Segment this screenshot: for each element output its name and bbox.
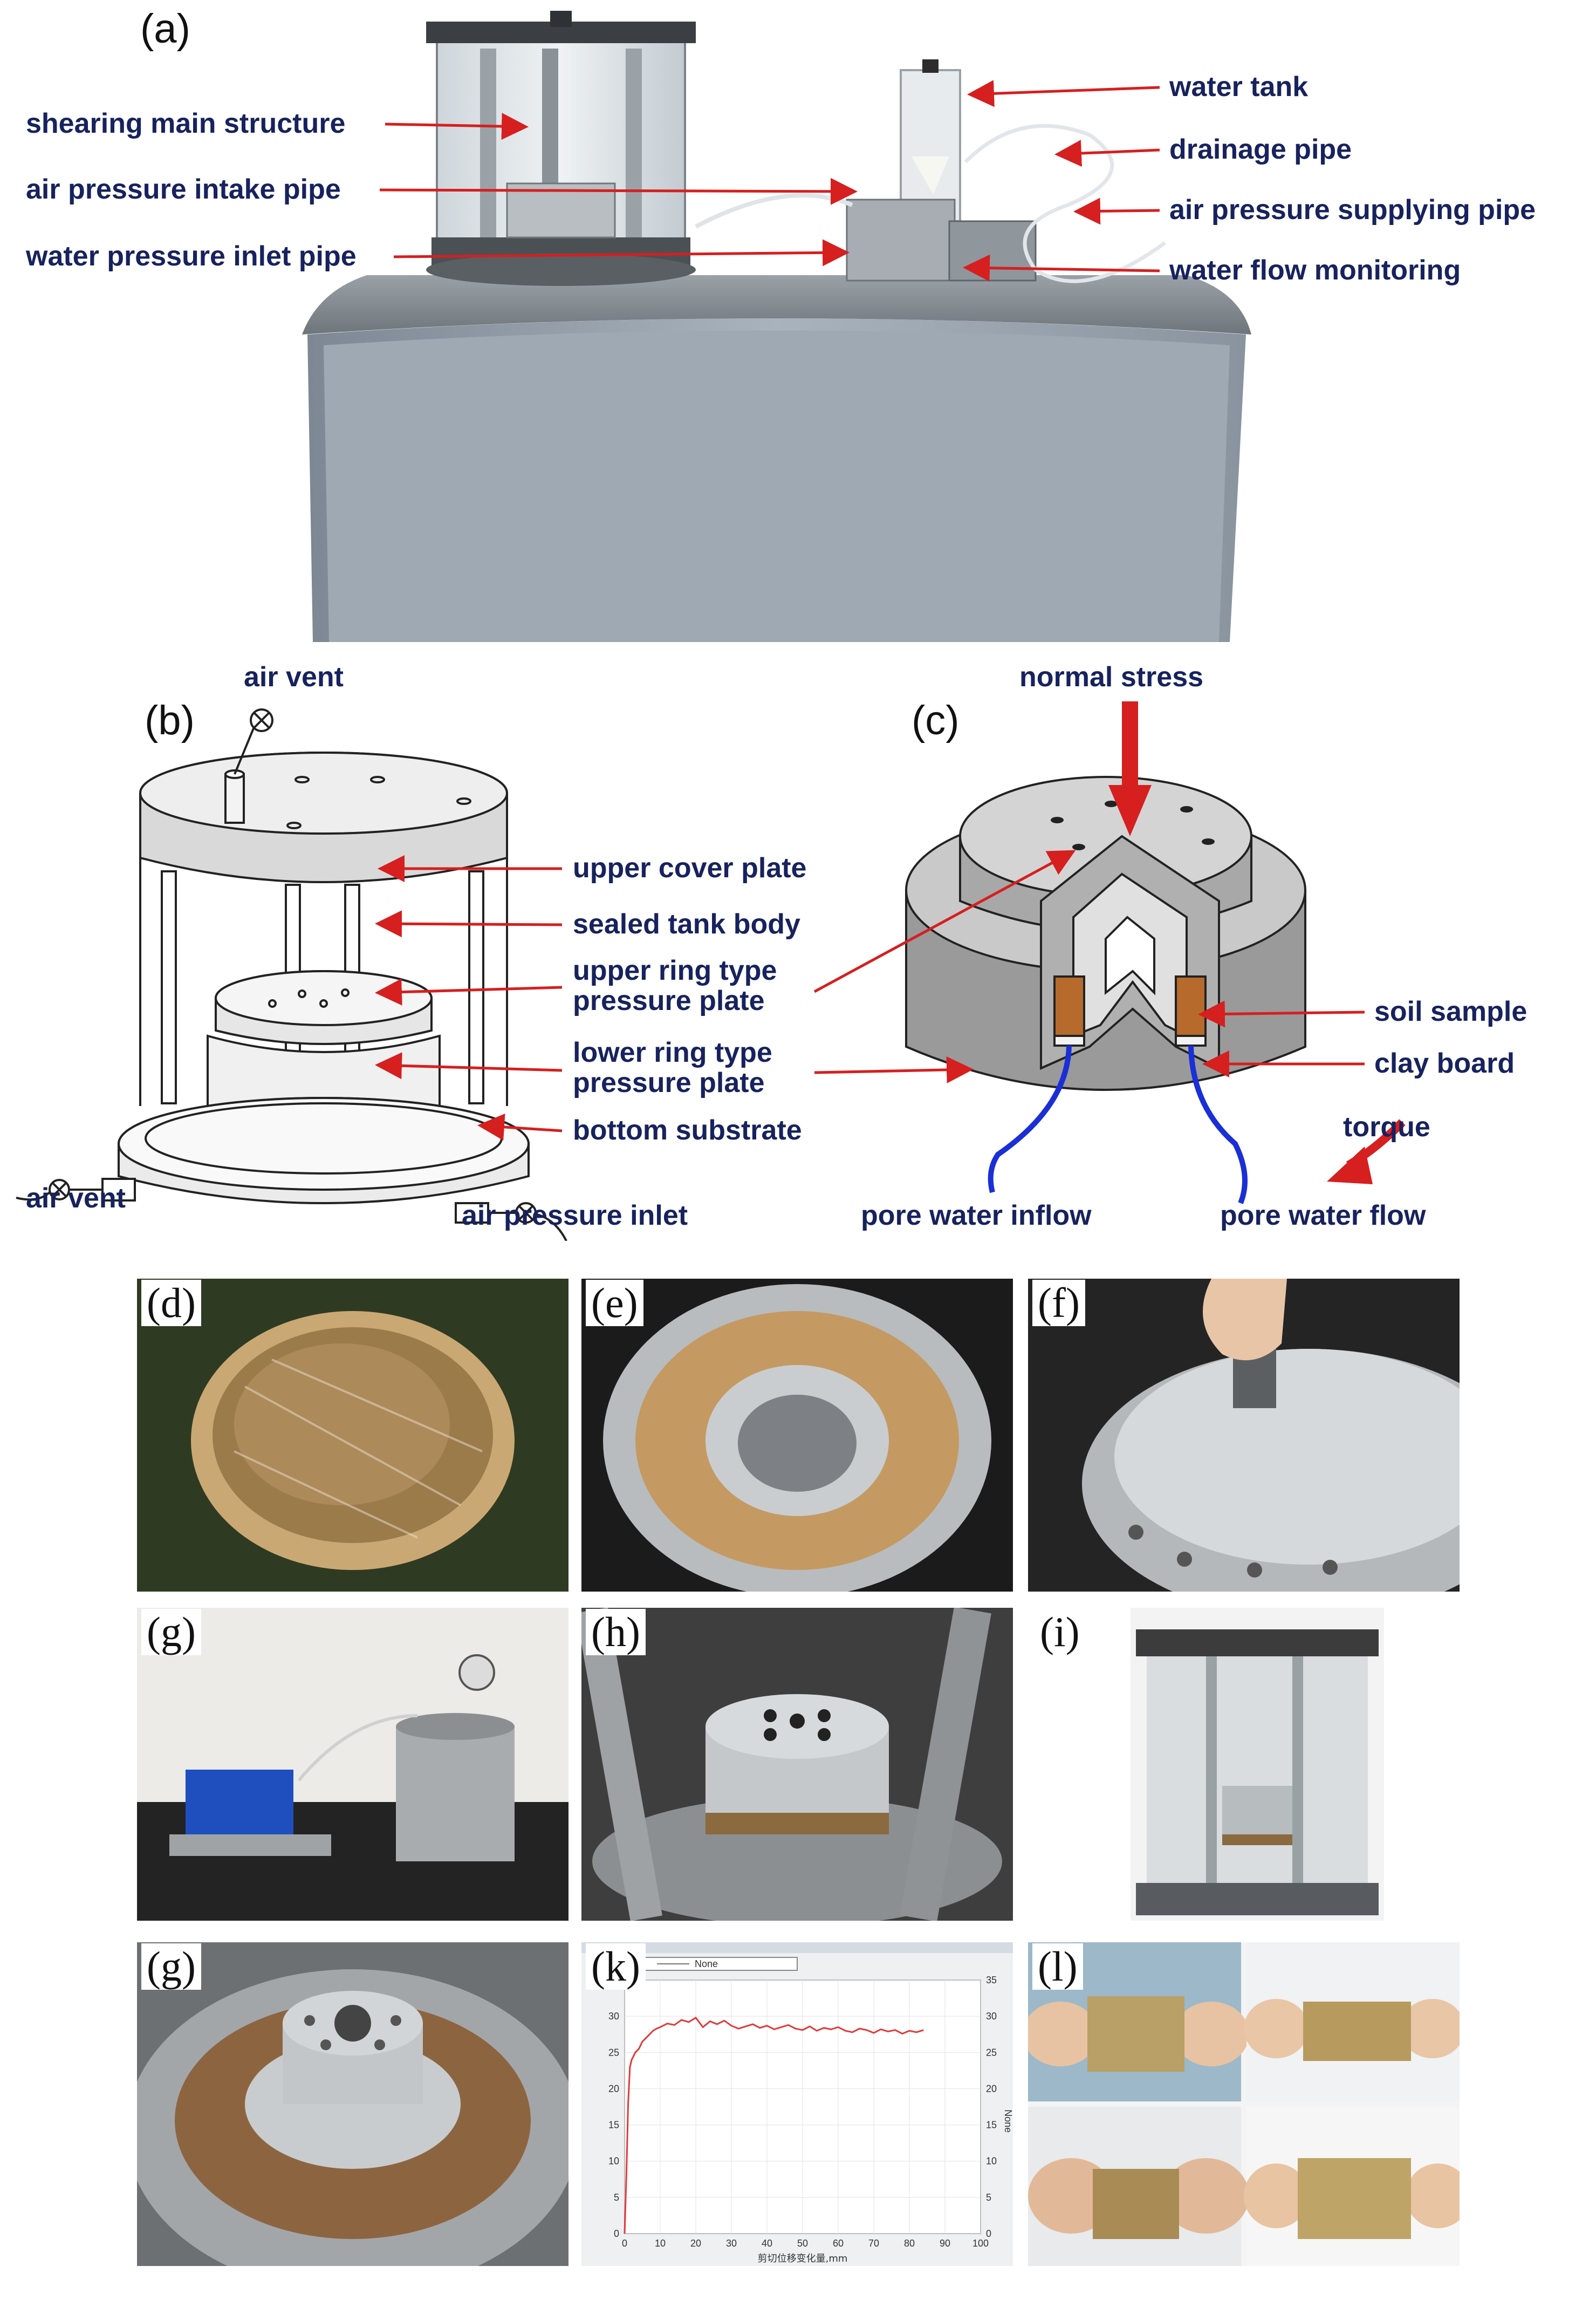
photo-e-tag: (e) [586,1280,643,1326]
chart-y2-tick-label: 30 [986,2011,997,2022]
chart-y-tick-label: 15 [608,2120,619,2131]
label-air-vent-bottom: air vent [26,1183,126,1214]
vacuum-pump-image [137,1608,568,1921]
chart-x-tick-label: 10 [655,2238,666,2249]
panel-a-photo [302,0,1251,642]
label-water-pressure-inlet-pipe: water pressure inlet pipe [26,241,357,272]
pressing-cover-image [1028,1279,1460,1592]
chart-x-tick-label: 30 [726,2238,737,2249]
label-upper-ring-line1: upper ring type [573,955,777,986]
photo-d [137,1279,568,1592]
label-pore-water-flow: pore water flow [1220,1200,1426,1231]
label-lower-ring-line1: lower ring type [573,1037,772,1068]
chart-y-tick-label: 0 [614,2228,619,2239]
panel-c-tag: (c) [912,698,960,743]
label-lower-ring-line2: pressure plate [573,1067,765,1098]
chart-y2-tick-label: 25 [986,2047,997,2058]
label-drainage-pipe: drainage pipe [1169,134,1352,165]
chart-y2-tick-label: 0 [986,2228,991,2239]
label-air-pressure-intake-pipe: air pressure intake pipe [26,174,341,205]
chart-x-tick-label: 0 [622,2238,627,2249]
chart-y2-tick-label: 15 [986,2120,997,2131]
ring-shear-cross-section [905,701,1406,1204]
label-clay-board: clay board [1374,1048,1515,1079]
chart-y2-tick-label: 20 [986,2083,997,2094]
label-torque: torque [1343,1111,1430,1143]
chart-series-line [624,2016,924,2234]
chart-x-tick-label: 40 [762,2238,772,2249]
soil-sample-wrapped-image [137,1279,568,1592]
chart-x-tick-label: 80 [904,2238,915,2249]
photo-f-tag: (f) [1032,1280,1085,1326]
chart-y-tick-label: 10 [608,2156,619,2167]
chart-y2-tick-label: 10 [986,2156,997,2167]
chart-y-tick-label: 30 [608,2011,619,2022]
chart-y2-tick-label: 5 [986,2192,991,2203]
label-upper-ring-line2: pressure plate [573,985,765,1016]
chart-x-tick-label: 100 [972,2238,989,2249]
label-air-vent-top: air vent [244,661,344,693]
sheared-samples-image [1028,1942,1460,2266]
ring-with-soil-image [581,1279,1013,1592]
chart-x-axis-label: 剪切位移变化量,mm [758,2253,848,2264]
photo-h [581,1608,1013,1921]
chart-y-tick-label: 5 [614,2192,619,2203]
label-water-flow-monitoring: water flow monitoring [1169,255,1461,286]
photo-l-tag: (l) [1032,1943,1083,1990]
chart-x-tick-label: 20 [690,2238,701,2249]
photo-l [1028,1942,1460,2266]
photo-g2 [137,1942,568,2266]
label-soil-sample: soil sample [1374,996,1527,1027]
photo-d-tag: (d) [141,1280,201,1326]
photo-f [1028,1279,1460,1592]
photo-g2-tag: (g) [141,1943,201,1990]
chart-x-tick-label: 70 [868,2238,879,2249]
chart-x-tick-label: 60 [833,2238,844,2249]
clay-board-ring-image [137,1942,568,2266]
label-water-tank: water tank [1169,71,1309,103]
chart-y2-tick-label: 35 [986,1975,997,1985]
label-bottom-substrate: bottom substrate [573,1115,802,1146]
chart-y-tick-label: 20 [608,2083,619,2094]
label-air-pressure-inlet: air pressure inlet [462,1200,688,1231]
label-shearing-main-structure: shearing main structure [26,108,346,139]
photo-i-tag: (i) [1040,1608,1080,1655]
panel-a-tag: (a) [140,6,190,52]
photo-h-tag: (h) [586,1609,646,1655]
assembled-cell-image [581,1608,1013,1921]
label-air-pressure-supplying-pipe: air pressure supplying pipe [1169,194,1536,226]
chart-legend-label: None [695,1958,718,1969]
photo-i [1131,1608,1384,1921]
photo-k-tag: (k) [586,1943,646,1990]
sealed-chamber-image [1131,1608,1384,1921]
chart-x-tick-label: 90 [940,2238,950,2249]
photo-e [581,1279,1013,1592]
panel-b-tag: (b) [145,698,195,743]
panel-c-drawing [863,658,1596,1241]
label-normal-stress: normal stress [1019,661,1204,693]
label-sealed-tank-body: sealed tank body [573,909,800,940]
label-upper-cover-plate: upper cover plate [573,852,807,884]
chart-y2-axis-label: None [1003,2110,1013,2133]
photo-g1 [137,1608,568,1921]
photo-g1-tag: (g) [141,1609,201,1655]
chart-y-tick-label: 25 [608,2047,619,2058]
leader-arrows [375,80,1365,1141]
label-pore-water-inflow: pore water inflow [861,1200,1092,1231]
chart-x-tick-label: 50 [797,2238,808,2249]
apparatus-photo [302,11,1251,642]
